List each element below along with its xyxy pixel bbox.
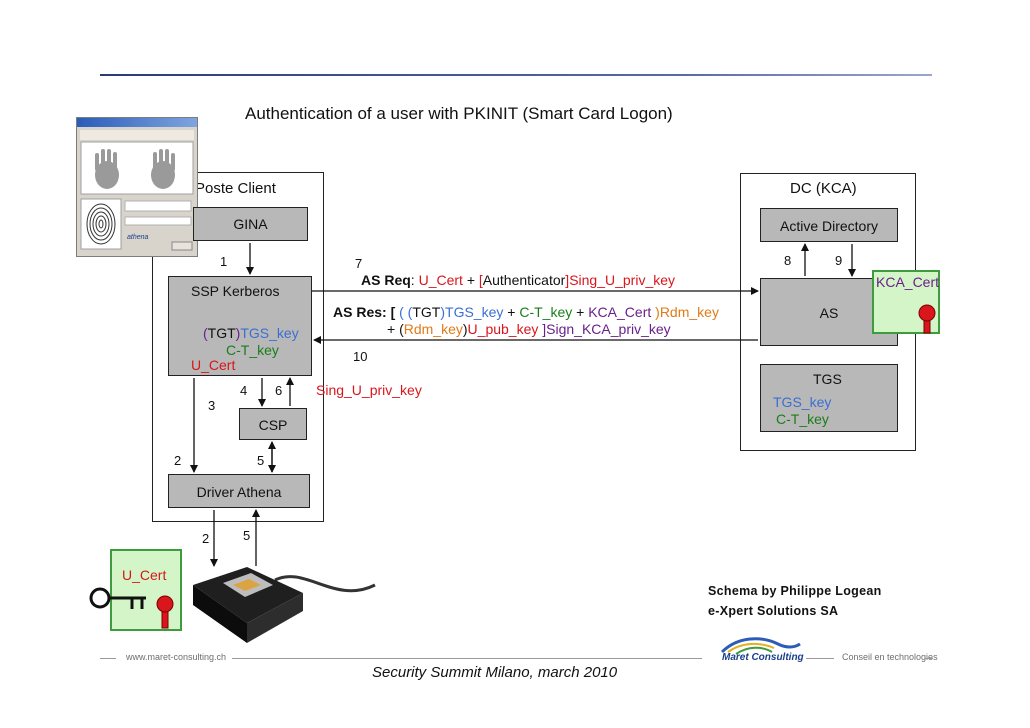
client-u-cert: U_Cert (191, 357, 236, 373)
step-3: 3 (208, 398, 216, 413)
private-key-icon (89, 587, 146, 609)
credit-company: e-Xpert Solutions SA (708, 604, 839, 618)
maret-logo-swoosh-icon (720, 637, 801, 655)
step-4: 4 (240, 383, 248, 398)
certificate-seal-icon (918, 304, 936, 334)
tgs-ct-key: C-T_key (776, 411, 829, 427)
tgs-label: TGS (813, 371, 842, 387)
footer-tagline: Conseil en technologies (842, 652, 938, 662)
ssp-kerberos-label: SSP Kerberos (191, 283, 280, 299)
as-req-message: AS Req: U_Cert + [Authenticator]Sing_U_p… (361, 272, 676, 288)
gina-label: GINA (233, 216, 268, 232)
dc-frame-label: DC (KCA) (790, 180, 857, 197)
csp-label: CSP (258, 417, 288, 433)
step-9: 9 (835, 253, 843, 268)
tgs-key: TGS_key (773, 394, 832, 410)
as-res-message-line1: AS Res: [ ( (TGT)TGS_key + C-T_key + KCA… (333, 304, 719, 320)
user-cert-box: U_Cert (110, 549, 182, 631)
ssp-kerberos-box: SSP Kerberos (TGT)TGS_key C-T_key U_Cert (168, 276, 312, 376)
tgt-line: (TGT)TGS_key (203, 325, 299, 341)
footer-rule-right (806, 658, 834, 659)
page-title: Authentication of a user with PKINIT (Sm… (245, 104, 673, 123)
step-6: 6 (275, 383, 283, 398)
svg-text:athena: athena (127, 234, 149, 241)
as-label: AS (819, 305, 839, 321)
footer-rule-far (925, 658, 933, 659)
top-rule (100, 74, 932, 76)
kca-cert-box: KCA_Cert (872, 270, 940, 334)
footer-brand: Maret Consulting (722, 652, 804, 663)
footer-event: Security Summit Milano, march 2010 (372, 664, 618, 681)
step-2-upper: 2 (174, 453, 182, 468)
step-10: 10 (353, 349, 368, 364)
step-1: 1 (220, 254, 228, 269)
signature-label: Sing_U_priv_key (316, 382, 422, 398)
step-2-lower: 2 (202, 531, 210, 546)
footer-rule-mid (232, 658, 702, 659)
certificate-seal-icon (156, 595, 174, 629)
step-5-upper: 5 (257, 453, 265, 468)
footer-url: www.maret-consulting.ch (126, 652, 227, 662)
driver-athena-box: Driver Athena (168, 474, 310, 508)
gina-box: GINA (193, 207, 308, 241)
user-cert-label: U_Cert (122, 567, 167, 583)
step-8: 8 (784, 253, 792, 268)
kca-cert-label: KCA_Cert (876, 274, 940, 290)
footer-rule-left (100, 658, 116, 659)
tgs-box: TGS TGS_key C-T_key (760, 364, 898, 432)
client-ct-key: C-T_key (226, 342, 279, 358)
step-7: 7 (355, 256, 363, 271)
csp-box: CSP (239, 408, 307, 440)
credit-author: Schema by Philippe Logean (708, 584, 882, 598)
client-frame-label: Poste Client (195, 180, 276, 197)
driver-athena-label: Driver Athena (196, 484, 282, 500)
active-directory-label: Active Directory (779, 218, 879, 234)
step-5-lower: 5 (243, 528, 251, 543)
active-directory-box: Active Directory (760, 208, 898, 242)
fingerprint-window-screenshot: athena (76, 117, 198, 257)
fingerprint-reader-icon (193, 567, 376, 643)
as-res-message-line2: + (Rdm_key)U_pub_key ]Sign_KCA_priv_key (387, 321, 671, 337)
